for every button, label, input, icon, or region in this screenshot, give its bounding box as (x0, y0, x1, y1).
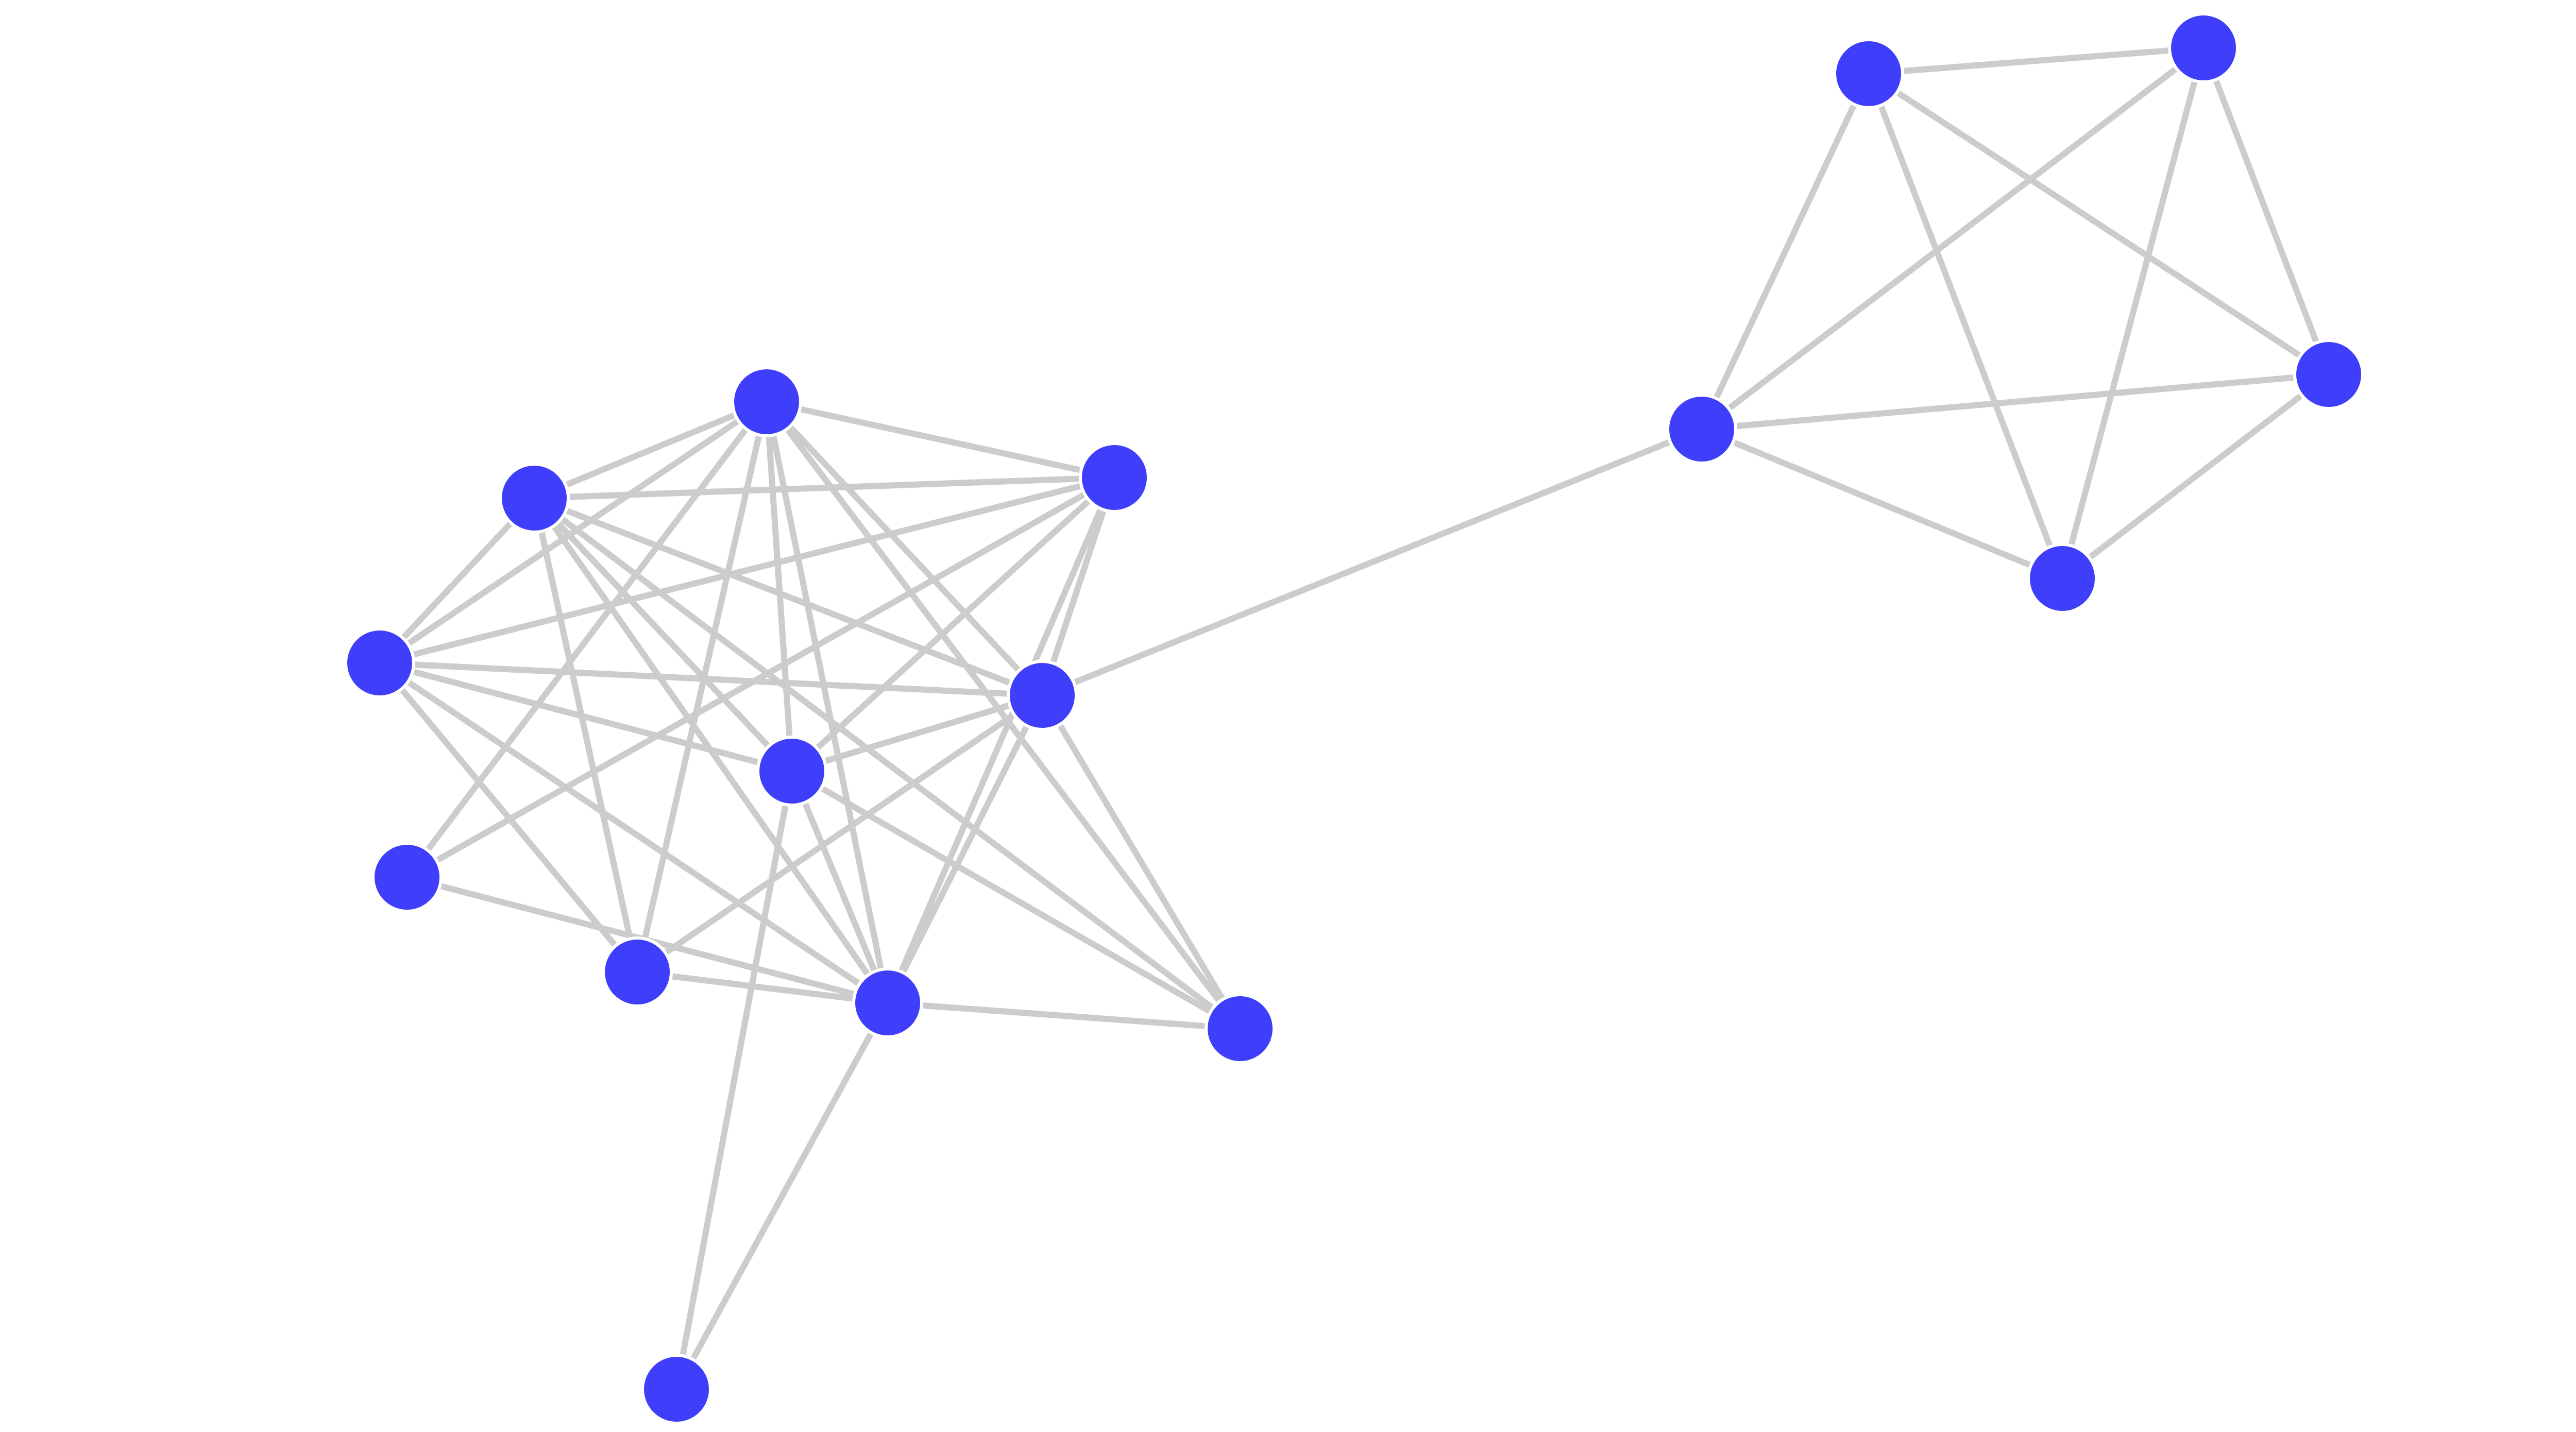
edge-n10-n12 (1699, 45, 2207, 432)
edge-n6-n15 (673, 1000, 891, 1392)
edge-n5-n6 (885, 474, 1117, 1006)
node-n6 (852, 967, 923, 1038)
edge-n11-n12 (1866, 45, 2207, 77)
node-n3 (344, 627, 415, 698)
edge-n10-n11 (1699, 71, 1872, 432)
edge-n2-n6 (789, 768, 891, 1006)
node-n13 (2293, 339, 2364, 410)
edge-n2-n15 (673, 768, 795, 1392)
edge-n0-n1 (531, 399, 770, 501)
node-n5 (1079, 442, 1150, 513)
edge-n1-n8 (531, 495, 640, 975)
node-n11 (1833, 38, 1904, 109)
edge-n4-n5 (1039, 474, 1117, 698)
edge-n0-n5 (764, 399, 1117, 481)
edge-n10-n13 (1699, 371, 2332, 432)
edge-n1-n3 (377, 495, 537, 666)
edge-n0-n7 (764, 399, 1243, 1032)
node-n7 (1205, 993, 1276, 1064)
edge-n12-n14 (2059, 45, 2207, 582)
node-n15 (641, 1354, 712, 1425)
edge-n4-n7 (1039, 692, 1243, 1032)
node-n2 (756, 736, 827, 807)
edge-n11-n14 (1866, 71, 2065, 582)
edge-n1-n5 (531, 474, 1117, 501)
node-n1 (499, 463, 570, 534)
edge-n1-n7 (531, 495, 1243, 1032)
edge-n6-n7 (885, 1000, 1243, 1032)
node-n4 (1007, 660, 1078, 731)
edge-n4-n10 (1039, 426, 1705, 698)
edge-n0-n6 (764, 399, 891, 1006)
edges-layer (377, 45, 2332, 1392)
edge-n0-n3 (377, 399, 770, 666)
edge-n10-n14 (1699, 426, 2065, 582)
edge-n4-n6 (885, 692, 1045, 1006)
edge-n11-n13 (1866, 71, 2332, 378)
edge-n3-n6 (377, 660, 891, 1006)
edge-n2-n5 (789, 474, 1117, 774)
edge-n1-n2 (531, 495, 795, 774)
node-n8 (602, 936, 673, 1008)
edge-n1-n4 (531, 495, 1045, 698)
edge-n3-n4 (377, 660, 1045, 698)
node-n0 (731, 366, 802, 437)
node-n9 (371, 842, 443, 913)
edge-n4-n8 (634, 692, 1045, 975)
edge-n3-n5 (377, 474, 1117, 666)
node-n12 (2168, 12, 2239, 83)
node-n10 (1666, 394, 1737, 465)
edge-n13-n14 (2059, 371, 2332, 582)
edge-n0-n9 (404, 399, 770, 880)
edge-n0-n4 (764, 399, 1045, 698)
edge-n12-n13 (2200, 45, 2332, 378)
edge-n2-n4 (789, 692, 1045, 774)
edge-n0-n2 (764, 399, 795, 774)
edge-n0-n8 (634, 399, 770, 975)
nodes-layer (344, 12, 2364, 1425)
edge-n5-n9 (404, 474, 1117, 880)
node-n14 (2027, 543, 2098, 614)
edge-n6-n8 (634, 969, 891, 1006)
edge-n2-n3 (377, 660, 795, 774)
